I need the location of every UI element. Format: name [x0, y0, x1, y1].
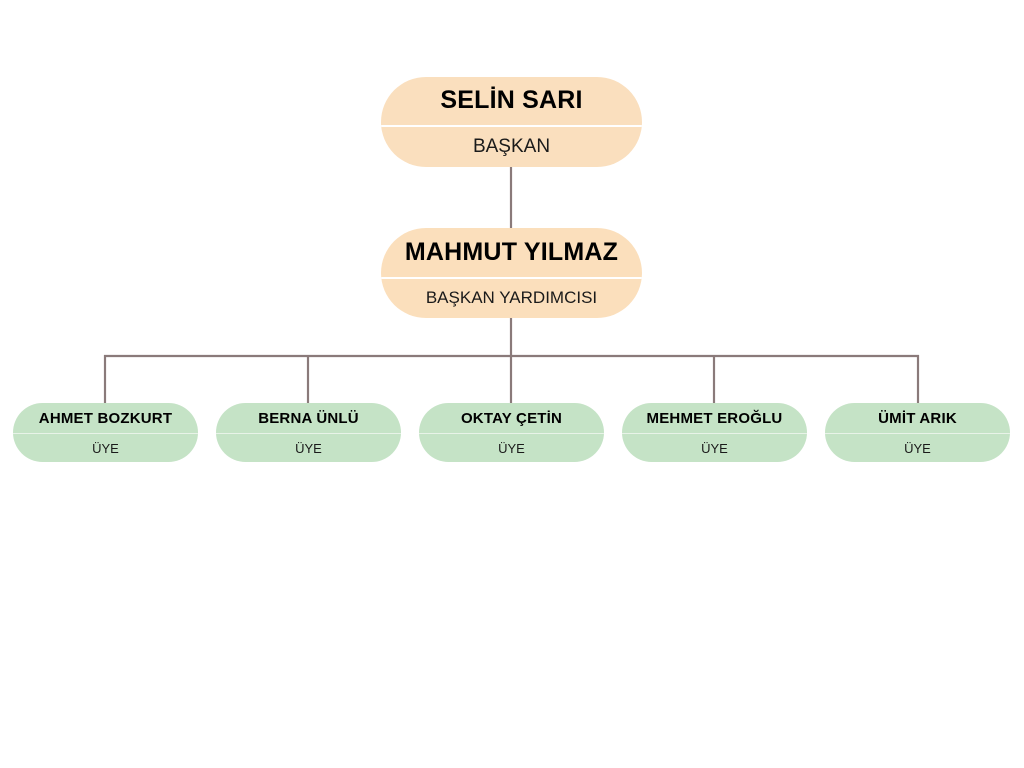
- org-node-member[interactable]: AHMET BOZKURT ÜYE: [13, 403, 198, 462]
- org-node-member-divider: [622, 433, 807, 434]
- org-node-member-name: BERNA ÜNLÜ: [258, 409, 359, 427]
- org-node-president-name: SELİN SARI: [440, 86, 583, 115]
- org-node-member-name: AHMET BOZKURT: [38, 409, 173, 427]
- org-node-member-name: MEHMET EROĞLU: [646, 409, 783, 427]
- org-node-member-divider: [825, 433, 1010, 434]
- org-node-member-name: OKTAY ÇETİN: [460, 409, 563, 427]
- org-node-vice-president-role: BAŞKAN YARDIMCISI: [425, 288, 598, 308]
- org-node-member-role: ÜYE: [498, 440, 525, 456]
- org-node-member[interactable]: BERNA ÜNLÜ ÜYE: [216, 403, 401, 462]
- org-node-member-role: ÜYE: [904, 440, 931, 456]
- org-node-president[interactable]: SELİN SARI BAŞKAN: [381, 77, 642, 167]
- org-node-member[interactable]: ÜMİT ARIK ÜYE: [825, 403, 1010, 462]
- org-node-vice-president-name: MAHMUT YILMAZ: [404, 237, 619, 266]
- org-node-vice-president-divider: [381, 276, 642, 279]
- org-node-president-role: BAŞKAN: [472, 135, 551, 157]
- org-node-member-name: ÜMİT ARIK: [878, 409, 957, 427]
- org-node-member-role: ÜYE: [92, 440, 119, 456]
- org-node-member-divider: [419, 433, 604, 434]
- org-node-member[interactable]: MEHMET EROĞLU ÜYE: [622, 403, 807, 462]
- org-node-member-role: ÜYE: [295, 440, 322, 456]
- org-node-member-divider: [216, 433, 401, 434]
- org-node-member[interactable]: OKTAY ÇETİN ÜYE: [419, 403, 604, 462]
- org-node-vice-president[interactable]: MAHMUT YILMAZ BAŞKAN YARDIMCISI: [381, 228, 642, 318]
- org-node-member-role: ÜYE: [701, 440, 728, 456]
- org-node-president-divider: [381, 124, 642, 127]
- org-node-member-divider: [13, 433, 198, 434]
